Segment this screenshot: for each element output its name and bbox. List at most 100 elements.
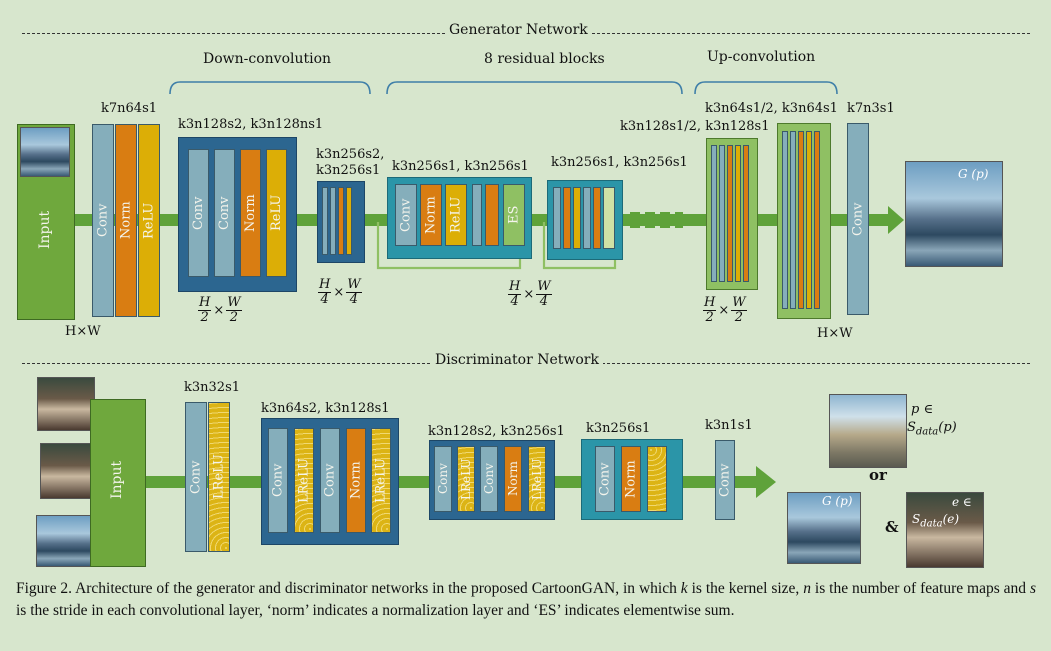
conv-layer [322,187,328,255]
conv-layer [711,145,717,282]
output-gp-label: G (p) [958,167,989,181]
generator-arrow-head [888,206,904,234]
k7n3s1-label: k7n3s1 [847,101,895,116]
input-size-label: H×W [65,324,101,339]
res1-label: k3n256s1, k3n256s1 [392,159,529,174]
sdata-p-line2: Sdata(p) [907,420,957,438]
norm-layer [593,187,601,249]
k3n256s2-label-2: k3n256s1 [316,163,381,178]
norm-layer [743,145,749,282]
lrelu-layer: LReLU [528,446,546,512]
relu-layer: ReLU [445,184,467,246]
conv-layer: Conv [480,446,498,512]
lrelu-layer: LReLU [457,446,475,512]
generated-image [787,492,861,564]
norm-layer: Norm [346,428,366,533]
elementwise-sum-layer: ES [503,184,525,246]
elementwise-sum-layer [603,187,615,249]
conv-layer [553,187,561,249]
norm-layer: Norm [621,446,641,512]
residual-bracket [386,81,683,95]
up-bracket [694,81,838,95]
cartoon-edge-image [906,492,984,568]
disc-input-image-1 [37,377,95,431]
k3n1s1-label: k3n1s1 [705,418,753,433]
conv-layer [790,131,796,309]
real-photo-image [829,394,907,468]
up-convolution-label: Up-convolution [707,49,816,65]
norm-layer [338,187,344,255]
sdata-e-line2: Sdata(e) [912,512,960,530]
relu-layer: ReLU [266,149,287,277]
or-label: or [869,466,887,484]
conv-layer: Conv [320,428,340,533]
conv-layer: Conv [268,428,288,533]
k3n32s1-label: k3n32s1 [184,380,241,395]
relu-layer [806,131,812,309]
down-bracket [169,81,371,95]
generator-output-image [905,161,1003,267]
discriminator-title: Discriminator Network [431,352,603,368]
dot-block [660,212,670,228]
conv-layer [472,184,482,246]
conv-layer: Conv [188,149,209,277]
sdata-p-line1: p ∈ [911,402,934,417]
amp-label: & [885,518,899,536]
lrelu-layer: LReLU [208,402,230,552]
k3n128s2-label: k3n128s2, k3n128ns1 [178,117,324,132]
conv-layer: Conv [92,124,114,317]
conv-layer [330,187,336,255]
dot-block [675,212,683,228]
input-label: Input [37,210,53,250]
norm-layer: Norm [420,184,442,246]
relu-layer [573,187,581,249]
generator-title: Generator Network [445,22,592,38]
k3n128s2-disc-label: k3n128s2, k3n256s1 [428,424,565,439]
relu-layer [735,145,741,282]
gp-label: G (p) [822,494,853,508]
conv-layer [719,145,725,282]
k3n256s1-disc-label: k3n256s1 [586,421,651,436]
figure-caption: Figure 2. Architecture of the generator … [16,580,1036,619]
dot-block [645,212,655,228]
up1-label: k3n128s1/2, k3n128s1 [620,119,770,134]
down-convolution-label: Down-convolution [203,51,332,67]
lrelu-layer: LReLU [294,428,314,533]
conv-layer: Conv [395,184,417,246]
k3n256s2-label-1: k3n256s2, [316,147,385,162]
lrelu-layer [647,446,667,512]
disc-input-label: Input [109,460,125,500]
norm-layer: Norm [504,446,522,512]
input-photo [20,127,70,177]
norm-layer [814,131,820,309]
conv-layer [583,187,591,249]
k3n64s2-label: k3n64s2, k3n128s1 [261,401,390,416]
up2-label: k3n64s1/2, k3n64s1 [705,101,838,116]
norm-layer [727,145,733,282]
k7n64s1-label: k7n64s1 [101,101,158,116]
conv-layer: Conv [595,446,615,512]
disc-input-image-2 [40,443,98,499]
disc-input-image-3 [36,515,96,567]
relu-layer: ReLU [138,124,160,317]
norm-layer: Norm [115,124,137,317]
norm-layer [563,187,571,249]
res2-label: k3n256s1, k3n256s1 [551,155,688,170]
discriminator-input-block [90,399,146,567]
conv-layer: Conv [185,402,207,552]
output-size-label: H×W [817,326,853,341]
norm-layer [798,131,804,309]
conv-layer [782,131,788,309]
conv-layer: Conv [434,446,452,512]
relu-layer [346,187,352,255]
skip-connection-1 [376,222,522,270]
conv-layer: Conv [214,149,235,277]
lrelu-layer: LReLU [371,428,391,533]
sdata-e-line1: e ∈ [952,495,972,509]
norm-layer: Norm [240,149,261,277]
